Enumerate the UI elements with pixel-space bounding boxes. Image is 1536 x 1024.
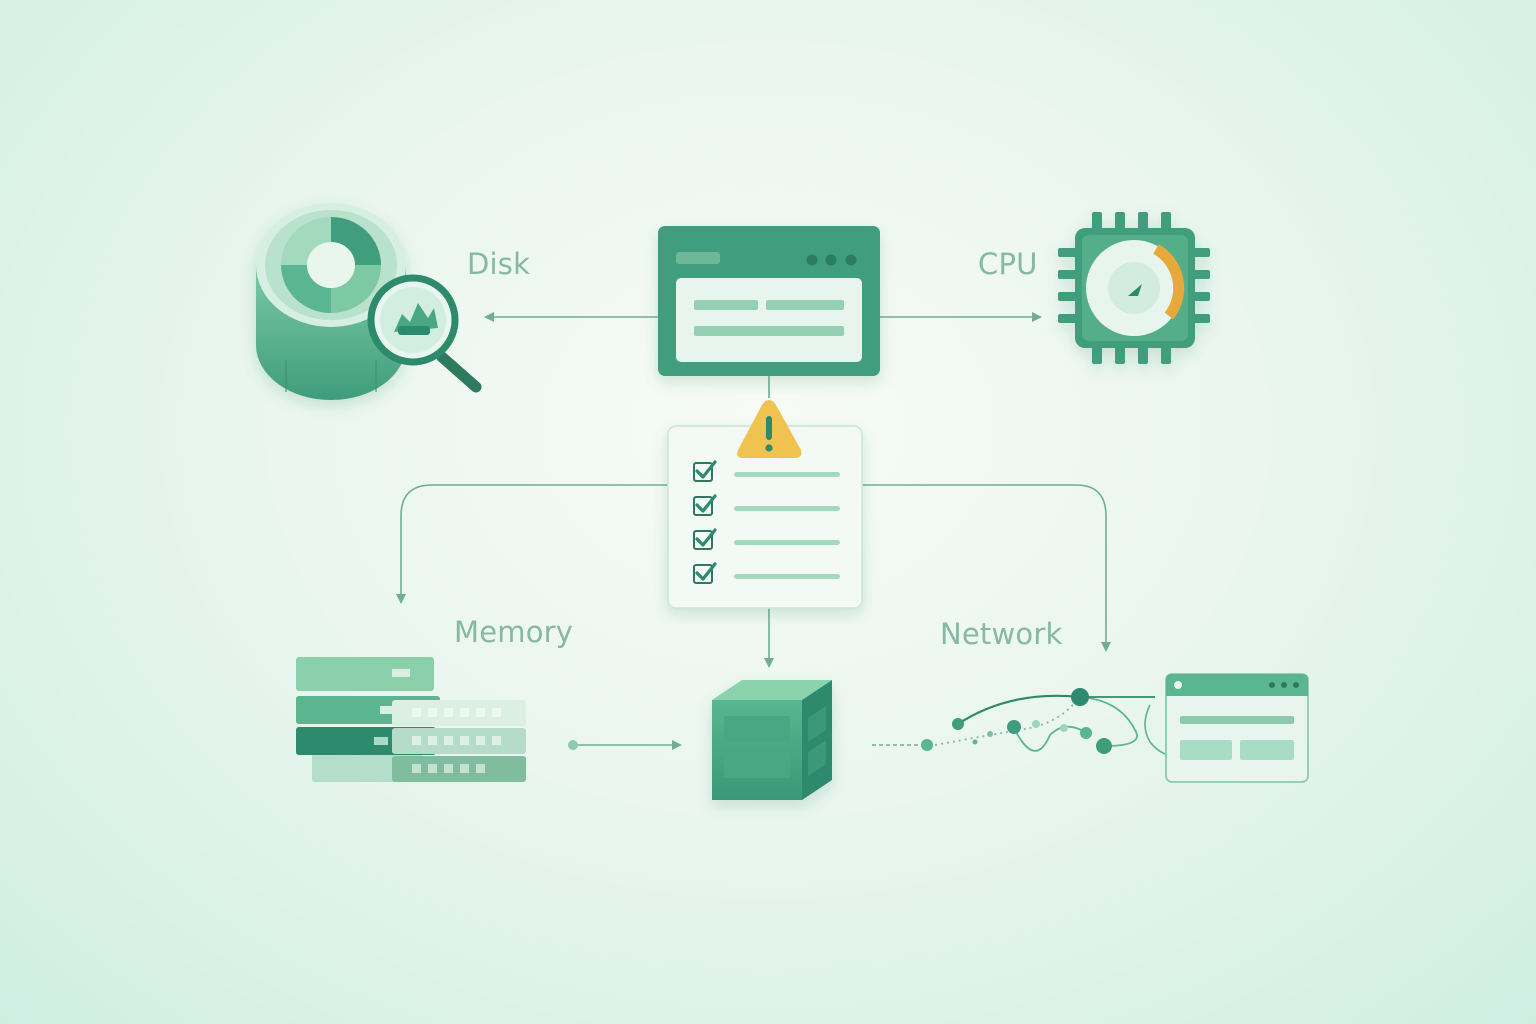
arrow-checklist-to-memory <box>396 484 668 604</box>
network-graph-icon <box>921 688 1169 756</box>
memory-label: Memory <box>454 615 574 649</box>
connectors <box>396 312 1111 750</box>
cpu-label: CPU <box>978 247 1038 281</box>
network-label: Network <box>940 617 1063 651</box>
arrow-checklist-to-network <box>862 484 1111 652</box>
monitor-window-icon <box>658 226 880 376</box>
disk-analyzer-icon <box>256 203 406 400</box>
browser-window-icon <box>1165 673 1309 783</box>
cpu-chip-gauge-icon <box>1058 212 1210 364</box>
memory-modules-icon <box>296 657 526 782</box>
disk-label: Disk <box>467 247 531 281</box>
checklist-icon <box>667 425 863 609</box>
magnifier-icon <box>367 274 482 393</box>
memory-connector-dot <box>568 740 578 750</box>
server-cube-icon <box>712 680 832 800</box>
warning-triangle-icon <box>737 400 802 458</box>
